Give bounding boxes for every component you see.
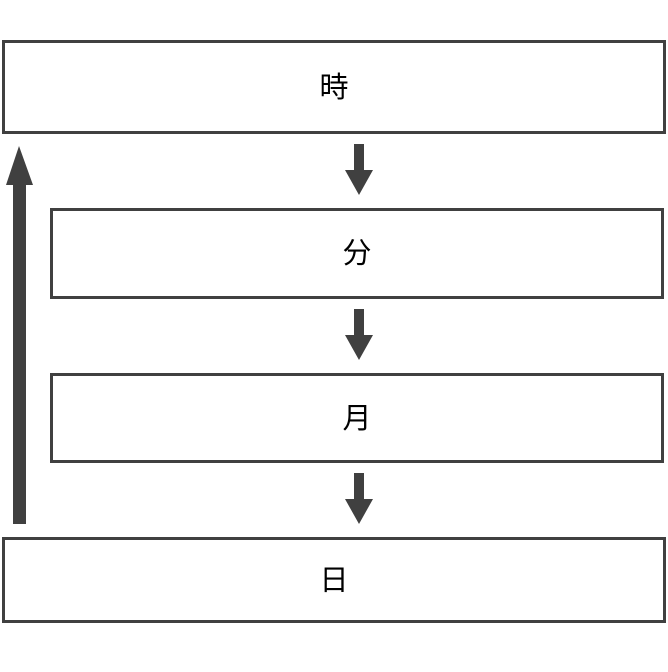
node-month[interactable]: 月 <box>50 373 664 463</box>
arrow-down-icon-month-to-day <box>344 473 374 525</box>
arrow-down-icon-minute-to-month <box>344 309 374 361</box>
node-day-label: 日 <box>319 562 349 597</box>
arrow-up-icon-day-to-hour <box>5 145 35 525</box>
node-hour-label: 時 <box>319 69 349 104</box>
node-hour[interactable]: 時 <box>2 40 666 134</box>
arrow-down-icon-hour-to-minute <box>344 144 374 196</box>
node-minute[interactable]: 分 <box>50 208 664 299</box>
node-minute-label: 分 <box>342 236 372 270</box>
node-month-label: 月 <box>342 400 372 435</box>
node-day[interactable]: 日 <box>2 537 666 623</box>
